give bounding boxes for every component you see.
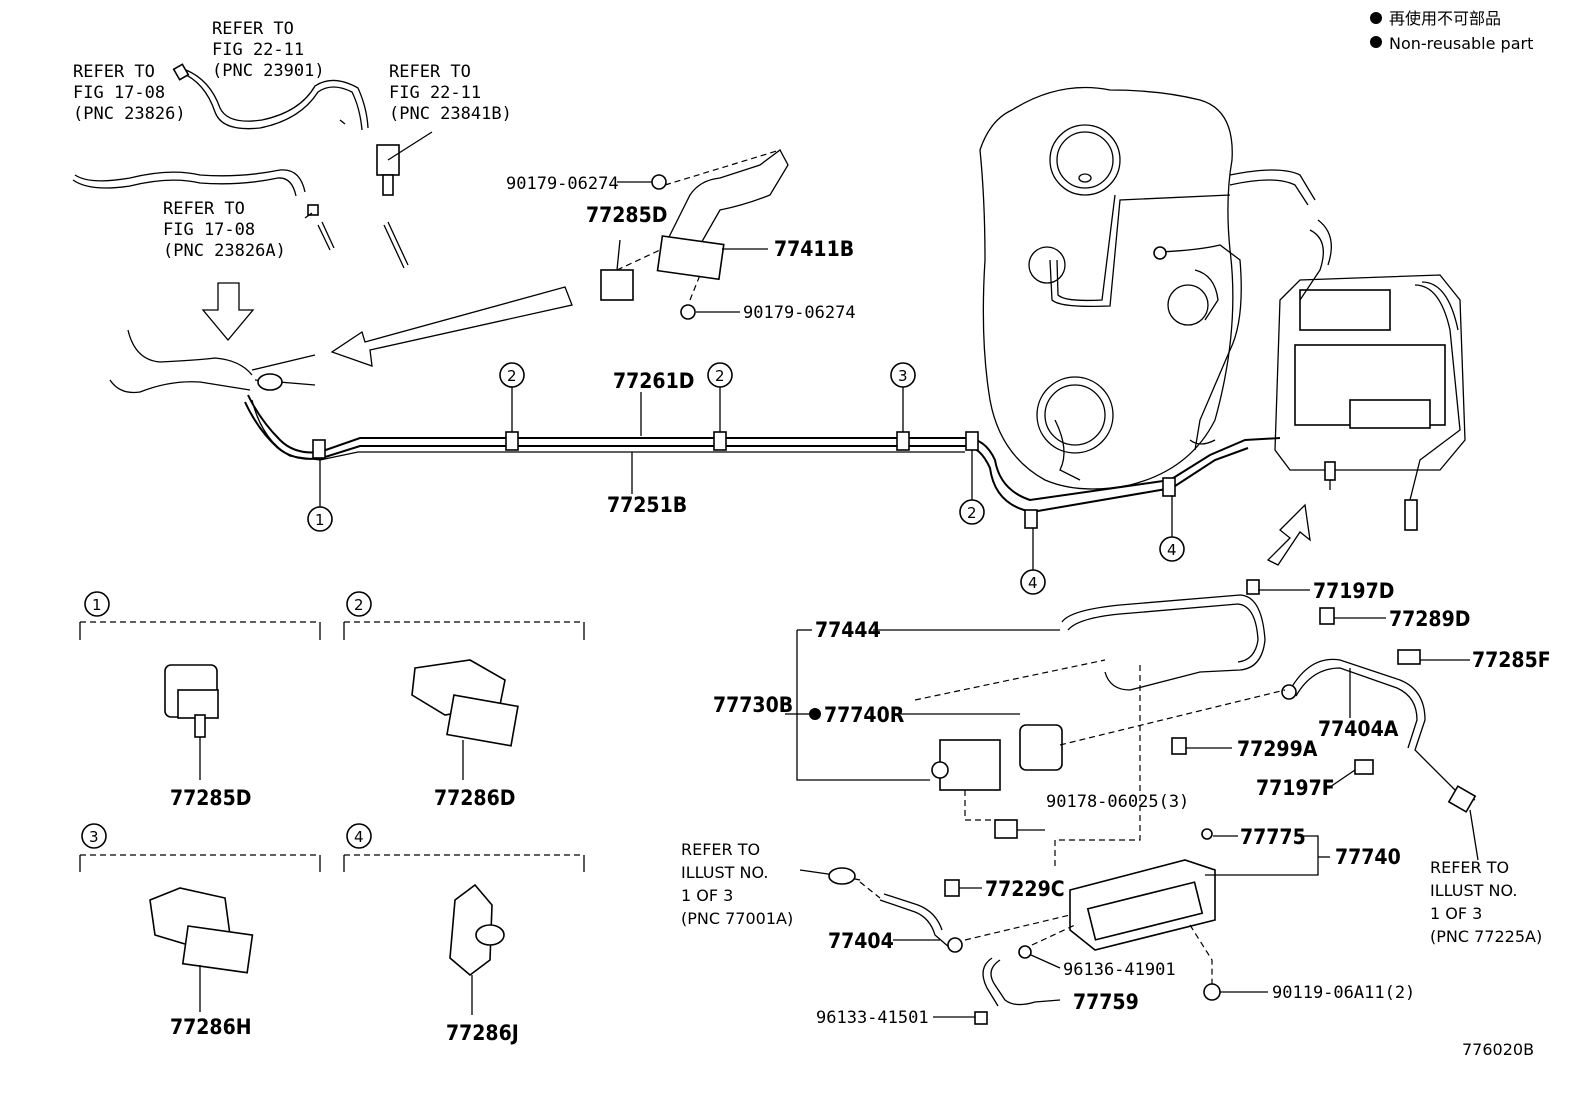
- label-77285f: 77285F: [1472, 648, 1551, 672]
- callout-3: 3: [898, 367, 908, 385]
- label-77286j: 77286J: [446, 1021, 519, 1045]
- ref-77001a: REFER TO ILLUST NO. 1 OF 3 (PNC 77001A): [681, 840, 793, 928]
- ref-line: FIG 22-11: [389, 83, 481, 103]
- callout-2: 2: [354, 596, 364, 614]
- pipe-sketches-top-left: [72, 63, 433, 269]
- ref-line: REFER TO: [1430, 858, 1509, 877]
- main-fuel-lines: [109, 329, 1281, 529]
- left-arrow-icon: [330, 286, 573, 367]
- ref-line: 1 OF 3: [1430, 904, 1482, 923]
- label-77285d-box: 77285D: [170, 786, 251, 810]
- ref-line: FIG 17-08: [73, 83, 165, 103]
- label-77759: 77759: [1073, 990, 1139, 1014]
- label-77775: 77775: [1240, 825, 1306, 849]
- detail-box-4: 4 77286J: [343, 823, 585, 1045]
- ref-line: (PNC 23826): [73, 104, 186, 124]
- detail-box-2: 2 77286D: [343, 591, 585, 810]
- ref-line: (PNC 77225A): [1430, 927, 1542, 946]
- label-77286h: 77286H: [170, 1015, 252, 1039]
- ref-line: (PNC 23841B): [389, 104, 512, 124]
- label-77289d: 77289D: [1389, 607, 1470, 631]
- ref-77225a: REFER TO ILLUST NO. 1 OF 3 (PNC 77225A): [1430, 858, 1542, 946]
- label-77285d-upper: 77285D: [586, 203, 667, 227]
- callout-3: 3: [89, 828, 99, 846]
- legend: 再使用不可部品 Non-reusable part: [1370, 9, 1533, 53]
- figure-id: 776020B: [1462, 1040, 1534, 1059]
- ref-line: REFER TO: [212, 19, 294, 39]
- callout-2: 2: [715, 367, 725, 385]
- legend-en: Non-reusable part: [1389, 34, 1533, 53]
- ref-23841b: REFER TO FIG 22-11 (PNC 23841B): [389, 62, 512, 124]
- ref-line: ILLUST NO.: [1430, 881, 1517, 900]
- label-77404a: 77404A: [1318, 717, 1399, 741]
- legend-dot-icon: [1370, 36, 1382, 48]
- ref-line: FIG 22-11: [212, 40, 304, 60]
- callout-4: 4: [1167, 541, 1177, 559]
- fuel-tank: [979, 86, 1316, 490]
- detail-box-3: 3 77286H: [79, 823, 321, 1039]
- down-arrow-icon: [201, 282, 255, 342]
- ref-line: REFER TO: [389, 62, 471, 82]
- label-96133: 96133-41501: [816, 1008, 929, 1028]
- ref-line: (PNC 23901): [212, 61, 325, 81]
- non-reusable-dot-icon: [809, 708, 821, 720]
- label-77261d: 77261D: [613, 369, 694, 393]
- ref-23826a: REFER TO FIG 17-08 (PNC 23826A): [163, 199, 286, 261]
- lower-right-assembly: [785, 579, 1479, 1025]
- label-77197f: 77197F: [1256, 776, 1335, 800]
- legend-jp: 再使用不可部品: [1389, 9, 1501, 28]
- callout-2: 2: [507, 367, 517, 385]
- canister-assembly-top: [1274, 219, 1466, 531]
- label-77404: 77404: [828, 929, 894, 953]
- label-77299a: 77299A: [1237, 737, 1318, 761]
- ref-line: (PNC 77001A): [681, 909, 793, 928]
- label-77411b: 77411B: [774, 237, 854, 261]
- ref-line: 1 OF 3: [681, 886, 733, 905]
- detail-box-1: 1 77285D: [79, 591, 321, 810]
- ref-23901: REFER TO FIG 22-11 (PNC 23901): [212, 19, 325, 81]
- callout-1: 1: [315, 511, 325, 529]
- bracket-assembly: [600, 149, 789, 320]
- ref-23826: REFER TO FIG 17-08 (PNC 23826): [73, 62, 186, 124]
- label-77740: 77740: [1335, 845, 1401, 869]
- up-arrow-icon: [1266, 503, 1311, 566]
- label-77730b: 77730B: [713, 693, 793, 717]
- legend-dot-icon: [1370, 12, 1382, 24]
- label-77197d: 77197D: [1313, 579, 1394, 603]
- label-90179-upper: 90179-06274: [506, 174, 619, 194]
- callout-4: 4: [1028, 574, 1038, 592]
- label-96136: 96136-41901: [1063, 960, 1176, 980]
- label-77286d: 77286D: [434, 786, 515, 810]
- label-90119: 90119-06A11(2): [1272, 983, 1415, 1003]
- ref-line: ILLUST NO.: [681, 863, 768, 882]
- ref-line: REFER TO: [73, 62, 155, 82]
- label-77740r: 77740R: [824, 703, 905, 727]
- ref-line: FIG 17-08: [163, 220, 255, 240]
- label-77229c: 77229C: [985, 877, 1065, 901]
- label-90178: 90178-06025(3): [1046, 792, 1189, 812]
- callout-4: 4: [354, 828, 364, 846]
- callouts-main: 2 2 3 1 2 4 4: [307, 362, 1185, 595]
- ref-line: REFER TO: [163, 199, 245, 219]
- label-90179-lower: 90179-06274: [743, 303, 856, 323]
- callout-1: 1: [92, 596, 102, 614]
- label-77444: 77444: [815, 618, 881, 642]
- label-77251b: 77251B: [607, 493, 687, 517]
- callout-2: 2: [967, 504, 977, 522]
- ref-line: (PNC 23826A): [163, 241, 286, 261]
- ref-line: REFER TO: [681, 840, 760, 859]
